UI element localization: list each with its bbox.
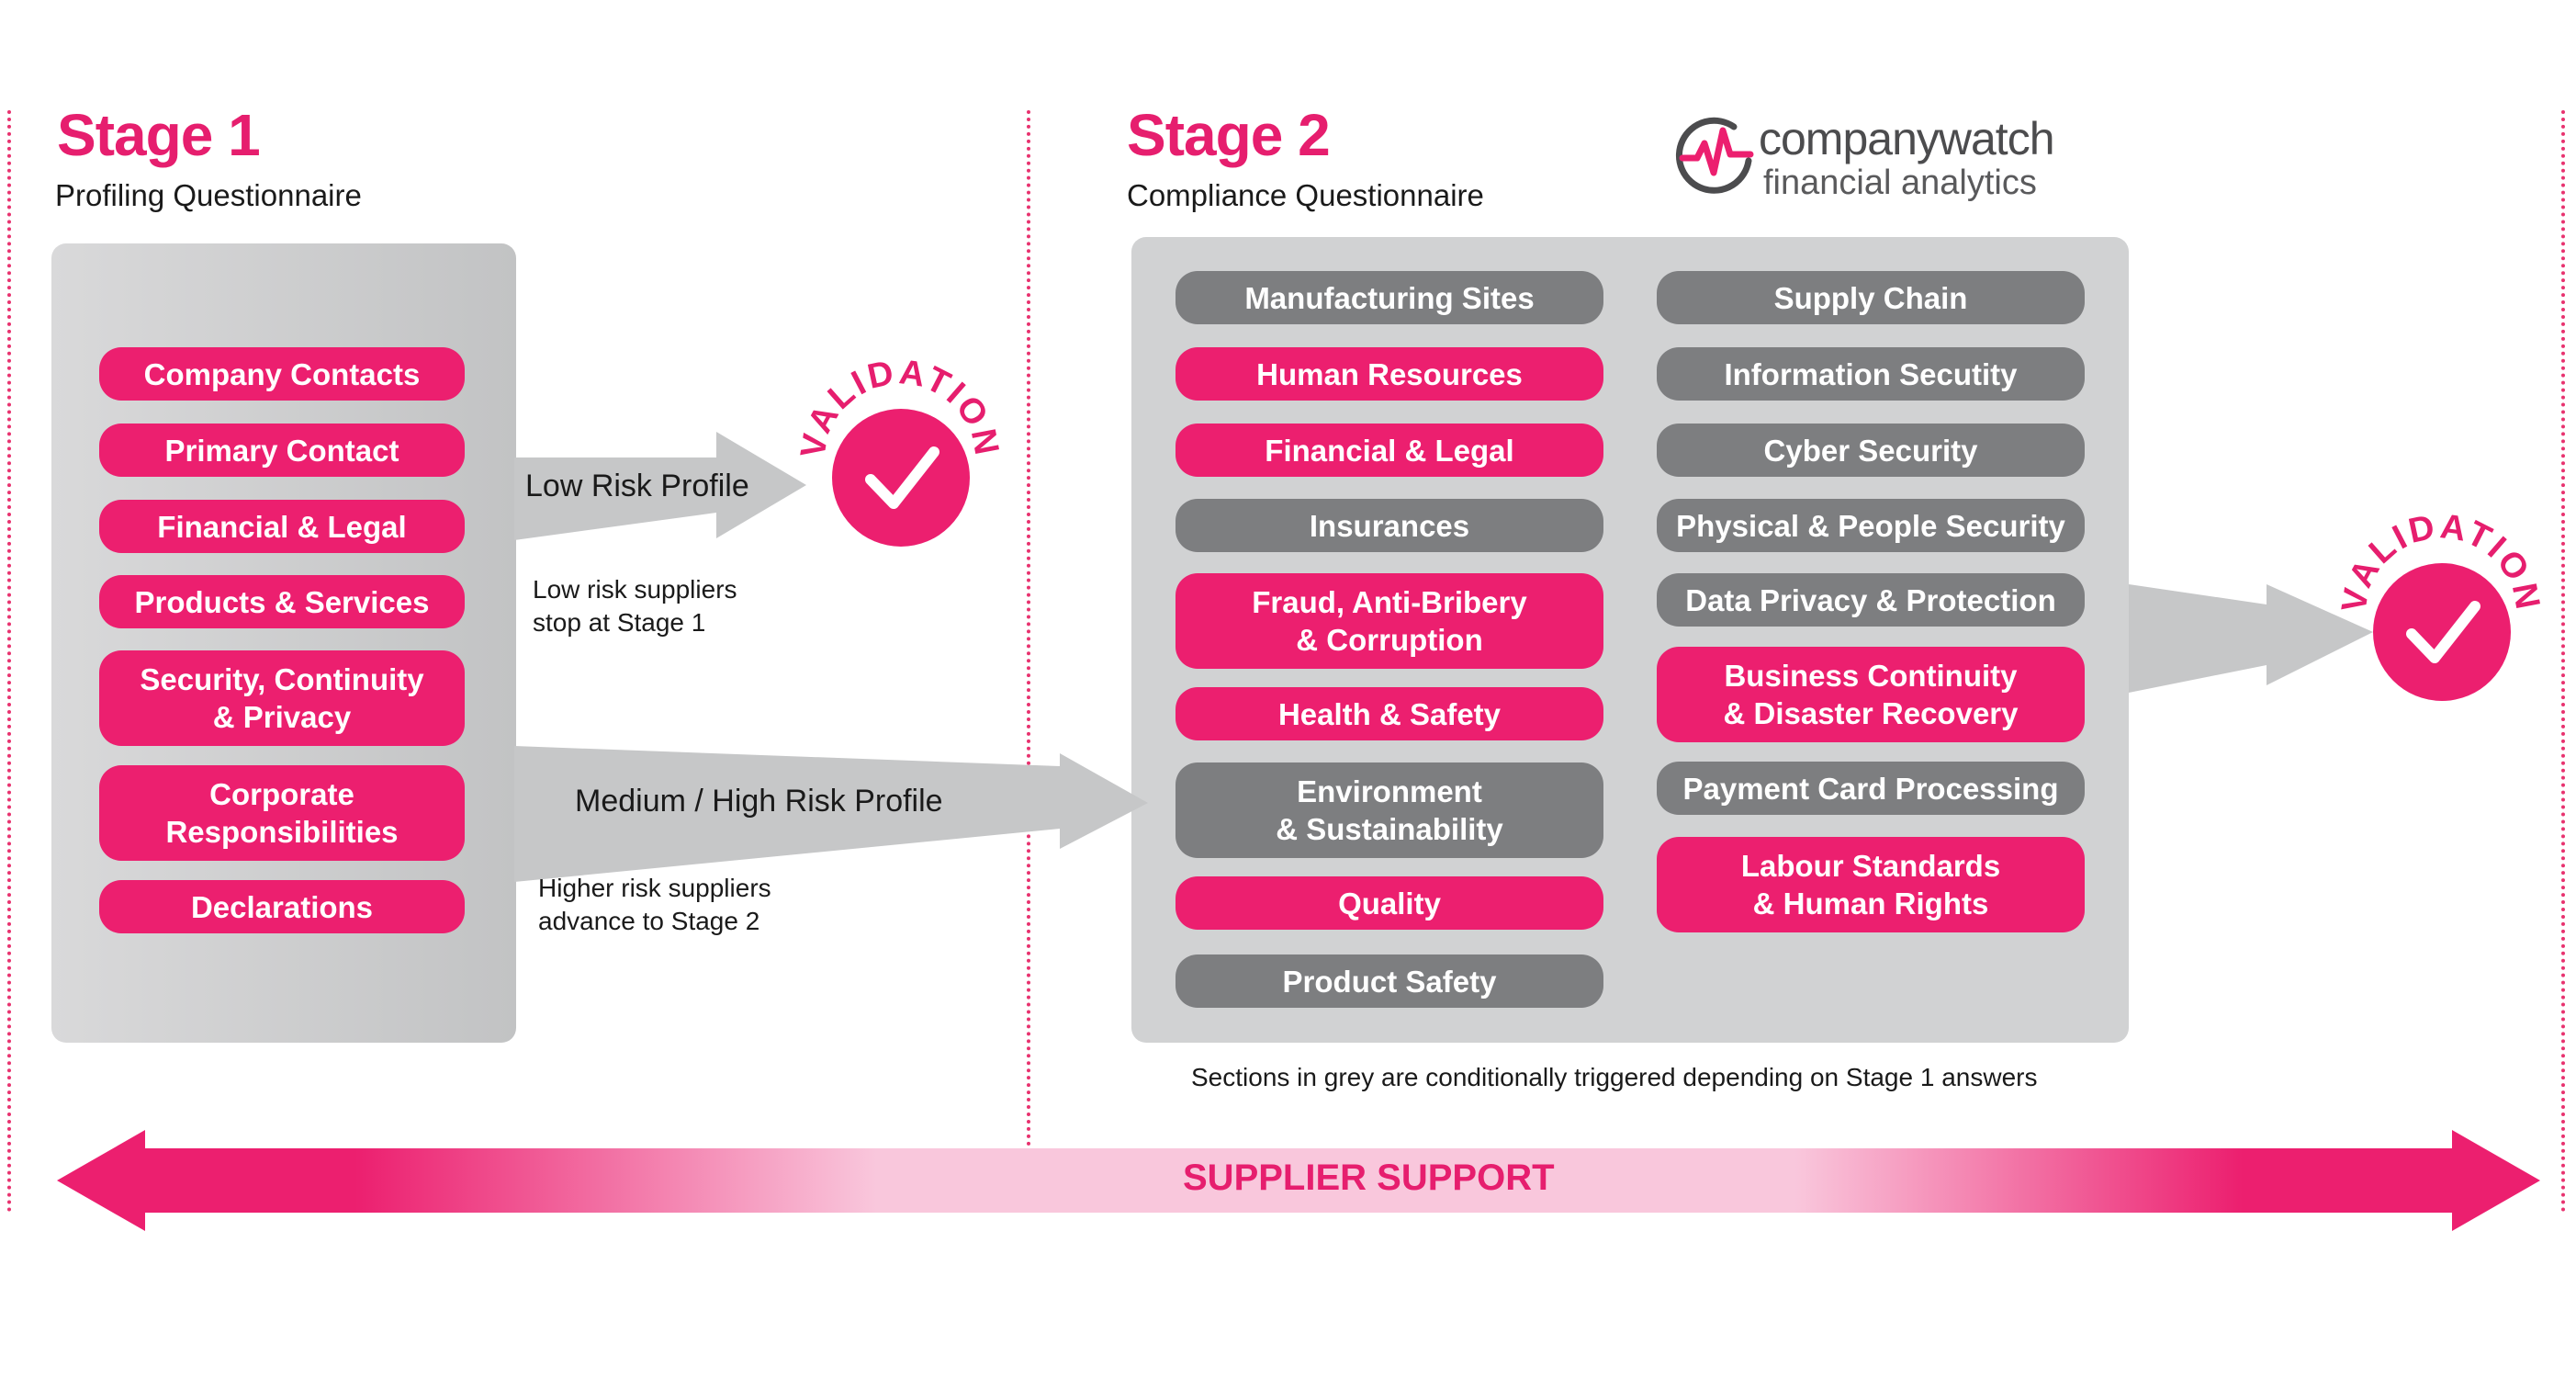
stage1-item: Company Contacts	[99, 347, 465, 401]
validation-badge-stage2: VALIDATION	[2334, 507, 2545, 701]
high-risk-label: Medium / High Risk Profile	[575, 784, 943, 819]
logo-wordmark: companywatch	[1759, 112, 2055, 165]
stage1-item: Security, Continuity & Privacy	[99, 650, 465, 746]
logo-tagline: financial analytics	[1763, 164, 2037, 202]
stage2-left-item: Financial & Legal	[1176, 424, 1603, 477]
stage2-right-item: Physical & People Security	[1657, 499, 2085, 552]
stage1-item: Corporate Responsibilities	[99, 765, 465, 861]
stage1-item: Products & Services	[99, 575, 465, 628]
supplier-support-arrow	[57, 1130, 2540, 1231]
stage2-left-item: Insurances	[1176, 499, 1603, 552]
stage2-right-item: Information Secutity	[1657, 347, 2085, 401]
stage2-right-item: Labour Standards & Human Rights	[1657, 837, 2085, 932]
stage1-item: Primary Contact	[99, 424, 465, 477]
high-risk-note: Higher risk suppliers advance to Stage 2	[538, 874, 771, 935]
stage1-subtitle: Profiling Questionnaire	[55, 178, 362, 212]
companywatch-logo-icon	[1675, 117, 1754, 194]
stage2-left-item: Manufacturing Sites	[1176, 271, 1603, 324]
stage2-title: Stage 2	[1127, 102, 1331, 168]
stage-divider-middle	[1027, 110, 1030, 1213]
stage2-exit-arrow	[2129, 584, 2373, 693]
stage-divider-left	[7, 110, 11, 1213]
stage2-left-item: Human Resources	[1176, 347, 1603, 401]
stage2-right-item: Cyber Security	[1657, 424, 2085, 477]
low-risk-arrow	[514, 432, 806, 540]
stage2-right-item: Business Continuity & Disaster Recovery	[1657, 647, 2085, 742]
stage2-left-item: Product Safety	[1176, 954, 1603, 1008]
stage2-right-item: Data Privacy & Protection	[1657, 573, 2085, 627]
high-risk-arrow	[514, 746, 1148, 882]
stage2-right-item: Supply Chain	[1657, 271, 2085, 324]
stage2-left-item: Environment & Sustainability	[1176, 762, 1603, 858]
low-risk-note: Low risk suppliers stop at Stage 1	[533, 575, 737, 637]
stage1-item: Financial & Legal	[99, 500, 465, 553]
low-risk-label: Low Risk Profile	[525, 469, 749, 503]
stage1-item: Declarations	[99, 880, 465, 933]
validation-badge-stage1: VALIDATION	[793, 353, 1004, 547]
stage2-right-item: Payment Card Processing	[1657, 762, 2085, 815]
stage2-footnote: Sections in grey are conditionally trigg…	[1191, 1063, 2038, 1091]
logo-wordmark-prefix: company	[1759, 113, 1940, 164]
stage2-left-item: Quality	[1176, 876, 1603, 930]
stage1-title: Stage 1	[57, 102, 261, 168]
supplier-support-label: SUPPLIER SUPPORT	[1183, 1158, 1555, 1198]
stage2-subtitle: Compliance Questionnaire	[1127, 178, 1484, 212]
stage-divider-right	[2561, 110, 2565, 1213]
logo-wordmark-suffix: watch	[1938, 113, 2055, 164]
stage2-left-item: Fraud, Anti-Bribery & Corruption	[1176, 573, 1603, 669]
stage2-left-item: Health & Safety	[1176, 687, 1603, 740]
